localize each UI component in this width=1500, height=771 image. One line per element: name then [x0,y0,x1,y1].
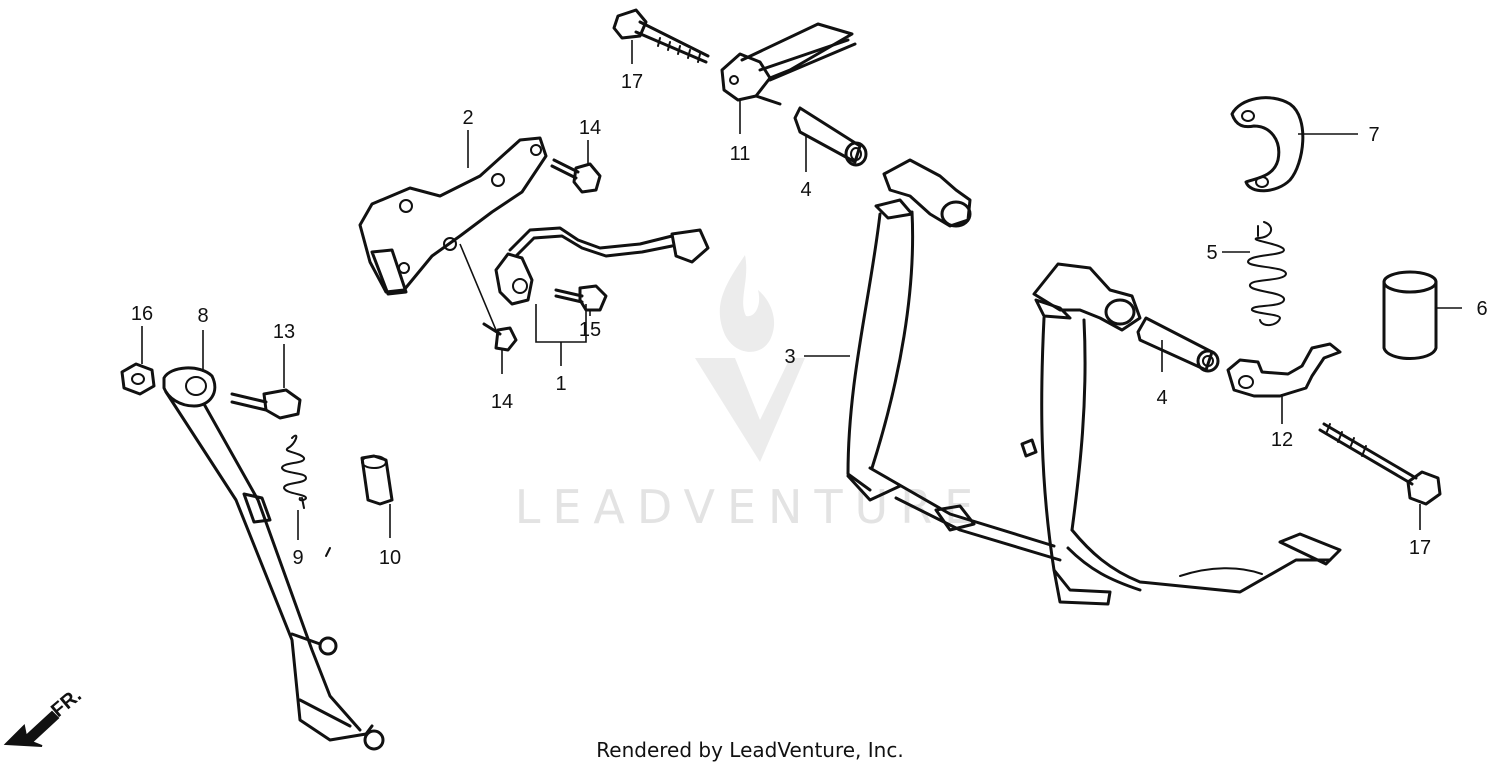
part-17-bolt-top[interactable] [612,8,710,64]
footer-credit: Rendered by LeadVenture, Inc. [596,738,904,762]
callout-17-top: 17 [621,71,643,93]
part-15-screw[interactable] [554,284,608,312]
part-8-side-stand[interactable] [162,366,385,751]
callout-9: 9 [292,547,303,569]
part-12-spring-hook-plate[interactable] [1226,342,1342,398]
callout-5: 5 [1206,242,1217,264]
callout-12: 12 [1271,429,1293,451]
callout-4-upper: 4 [800,179,811,201]
callout-16: 16 [131,303,153,325]
part-4-collar-upper[interactable] [793,106,868,167]
part-13-pivot-bolt[interactable] [230,388,302,420]
part-9-spring[interactable] [281,434,307,509]
callout-6: 6 [1476,298,1487,320]
part-16-nut[interactable] [120,362,156,396]
callout-2: 2 [462,107,473,129]
part-14-bolt-upper[interactable] [550,158,602,194]
callout-14-lower: 14 [491,391,513,413]
watermark-flame-icon [719,255,775,352]
callout-13: 13 [273,321,295,343]
part-5-spring[interactable] [1247,221,1287,326]
part-3-main-stand[interactable] [846,158,1342,606]
part-17-bolt-right[interactable] [1318,422,1442,506]
part-7-hook-plate[interactable] [1230,96,1305,193]
part-6-collar[interactable] [1382,270,1438,360]
callout-1: 1 [555,373,566,395]
part-11-bracket[interactable] [720,22,857,106]
callout-14-upper: 14 [579,117,601,139]
callout-15: 15 [579,319,601,341]
callout-3: 3 [784,346,795,368]
part-1-switch[interactable] [494,226,710,306]
front-indicator: FR. [3,684,86,747]
watermark-v-icon [695,358,805,462]
callout-17-right: 17 [1409,537,1431,559]
stray-mark [325,547,331,557]
part-14-bolt-lower[interactable] [482,322,518,352]
part-10-collar[interactable] [360,454,394,506]
front-arrow-icon [3,710,60,747]
callout-7: 7 [1368,124,1379,146]
callout-10: 10 [379,547,401,569]
callout-8: 8 [197,305,208,327]
callout-4-lower: 4 [1156,387,1167,409]
part-4-collar-lower[interactable] [1136,316,1220,373]
callout-11: 11 [730,143,751,165]
part-2-bracket[interactable] [358,136,548,296]
